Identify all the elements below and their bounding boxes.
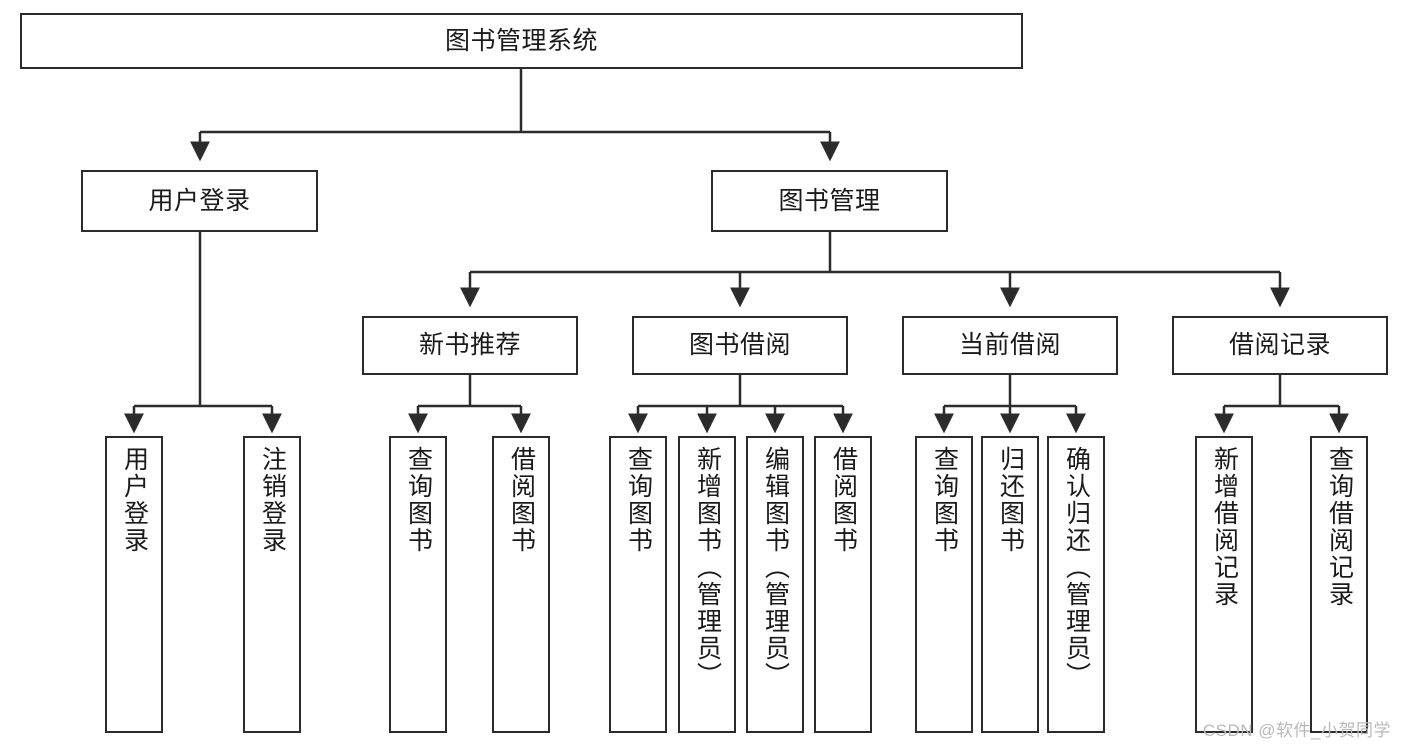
node-label: 用户登录 bbox=[120, 446, 149, 554]
node-label: 查询图书 bbox=[404, 446, 433, 554]
leaf-user-login-logout[interactable]: 注销登录 bbox=[243, 436, 301, 733]
node-label: 注销登录 bbox=[258, 446, 287, 554]
leaf-user-login-login[interactable]: 用户登录 bbox=[105, 436, 163, 733]
node-new-book-recommendation[interactable]: 新书推荐 bbox=[362, 316, 578, 375]
leaf-current-return-book[interactable]: 归还图书 bbox=[981, 436, 1039, 733]
leaf-borrow-query-book[interactable]: 查询图书 bbox=[609, 436, 667, 733]
leaf-borrow-add-book-admin[interactable]: 新增图书（管理员） bbox=[678, 436, 736, 733]
node-label: 图书借阅 bbox=[688, 331, 791, 359]
node-borrow-record[interactable]: 借阅记录 bbox=[1172, 316, 1388, 375]
leaf-borrow-edit-book-admin[interactable]: 编辑图书（管理员） bbox=[746, 436, 804, 733]
node-label: 查询图书 bbox=[930, 446, 959, 554]
node-label: 新书推荐 bbox=[418, 331, 521, 359]
node-label: 归还图书 bbox=[996, 446, 1025, 554]
node-label: 借阅图书 bbox=[507, 446, 536, 554]
node-root-book-management-system[interactable]: 图书管理系统 bbox=[20, 13, 1023, 69]
leaf-new-book-query-book[interactable]: 查询图书 bbox=[389, 436, 447, 733]
node-label: 用户登录 bbox=[148, 186, 251, 215]
node-label: 新增借阅记录 bbox=[1210, 446, 1239, 608]
node-label: 查询借阅记录 bbox=[1325, 446, 1354, 608]
node-label: 图书管理系统 bbox=[444, 26, 598, 55]
node-label: 借阅记录 bbox=[1228, 331, 1331, 359]
node-book-management[interactable]: 图书管理 bbox=[711, 170, 948, 232]
csdn-watermark: CSDN @软件_小贺同学 bbox=[1202, 721, 1391, 740]
leaf-current-confirm-return-admin[interactable]: 确认归还（管理员） bbox=[1047, 436, 1105, 733]
node-label: 编辑图书（管理员） bbox=[761, 446, 790, 689]
leaf-current-query-book[interactable]: 查询图书 bbox=[915, 436, 973, 733]
node-book-borrow[interactable]: 图书借阅 bbox=[632, 316, 848, 375]
leaf-new-book-borrow-book[interactable]: 借阅图书 bbox=[492, 436, 550, 733]
node-label: 借阅图书 bbox=[829, 446, 858, 554]
node-label: 新增图书（管理员） bbox=[693, 446, 722, 689]
node-label: 图书管理 bbox=[778, 186, 881, 215]
node-label: 查询图书 bbox=[624, 446, 653, 554]
node-current-borrow[interactable]: 当前借阅 bbox=[902, 316, 1118, 375]
leaf-record-add-borrow-record[interactable]: 新增借阅记录 bbox=[1195, 436, 1253, 733]
leaf-record-query-borrow-record[interactable]: 查询借阅记录 bbox=[1310, 436, 1368, 733]
node-user-login[interactable]: 用户登录 bbox=[81, 170, 318, 232]
leaf-borrow-borrow-book[interactable]: 借阅图书 bbox=[814, 436, 872, 733]
node-label: 当前借阅 bbox=[958, 331, 1061, 359]
node-label: 确认归还（管理员） bbox=[1062, 446, 1091, 689]
